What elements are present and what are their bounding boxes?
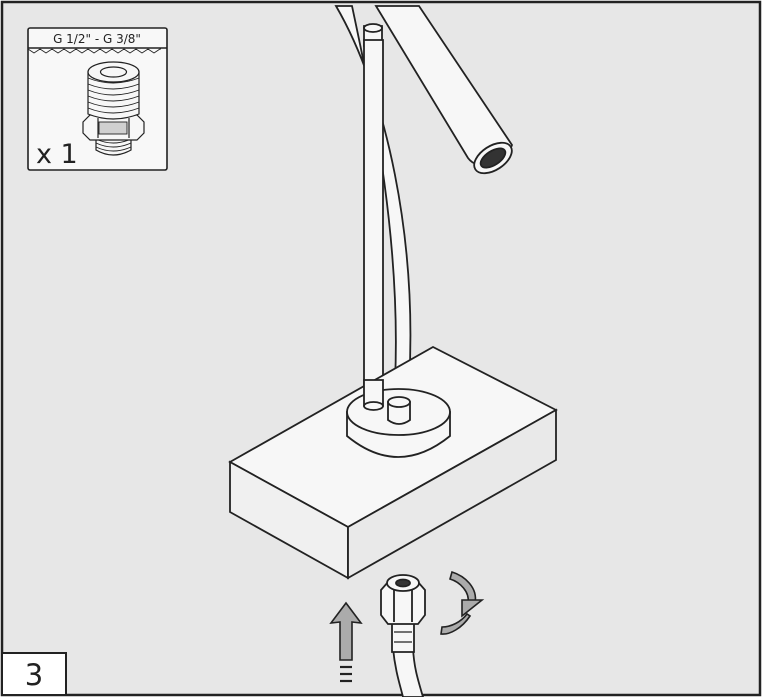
- rotate-clockwise-icon: [440, 570, 485, 635]
- faucet-base: [346, 379, 451, 458]
- up-arrow-icon: [329, 601, 363, 683]
- parts-size-label: G 1/2" - G 3/8": [53, 32, 141, 46]
- supply-hose-icon: [380, 574, 426, 697]
- threaded-adapter-icon: [82, 61, 145, 156]
- step-number-box: 3: [1, 652, 67, 696]
- faucet-stem: [363, 39, 384, 405]
- step-number: 3: [25, 658, 43, 692]
- parts-quantity: x 1: [36, 139, 78, 170]
- parts-box: G 1/2" - G 3/8" x 1: [27, 27, 168, 171]
